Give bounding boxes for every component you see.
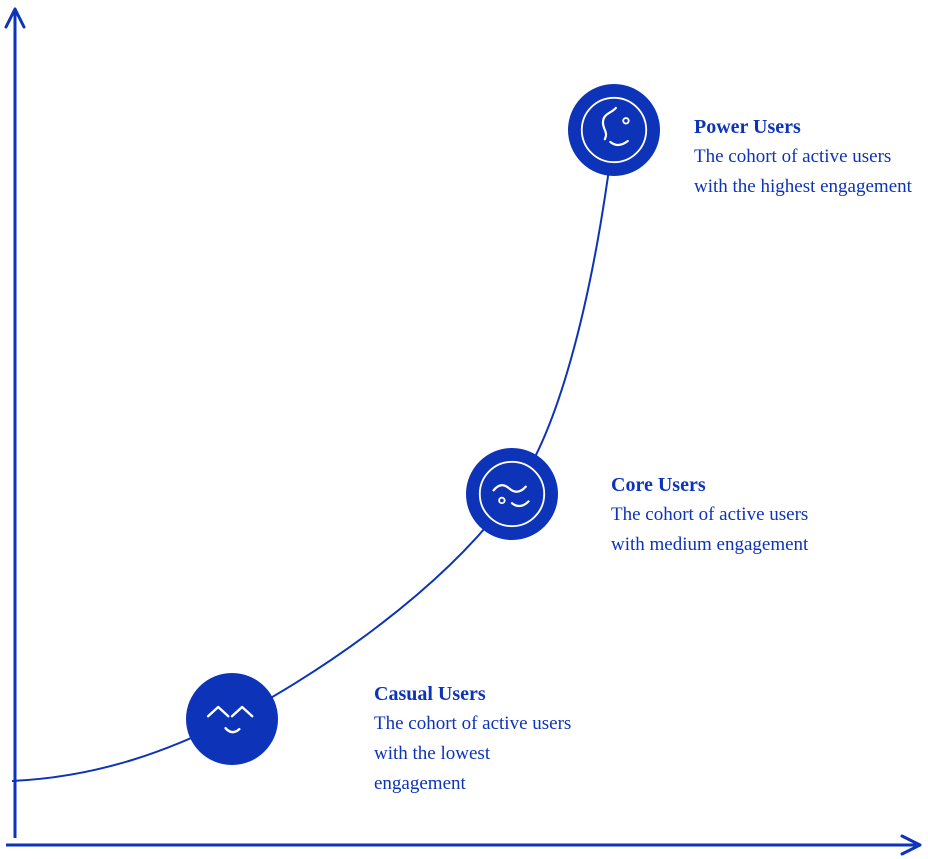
casual-face-icon — [186, 673, 278, 765]
cohort-description: The cohort of active users with medium e… — [611, 504, 809, 555]
y-axis — [4, 7, 26, 838]
growth-curve — [11, 130, 615, 782]
power-users-node — [568, 84, 660, 176]
cohort-name: Core Users — [611, 474, 706, 496]
casual-users-node — [186, 673, 278, 765]
cohort-name: Power Users — [694, 116, 801, 138]
casual-users-label: Casual Users The cohort of active users … — [374, 679, 582, 799]
x-axis — [6, 834, 922, 856]
power-users-label: Power Users The cohort of active users w… — [694, 112, 912, 202]
power-face-icon — [568, 84, 660, 176]
core-users-label: Core Users The cohort of active users wi… — [611, 470, 813, 560]
core-users-node — [466, 448, 558, 540]
cohort-description: The cohort of active users with the high… — [694, 146, 912, 197]
core-face-icon — [466, 448, 558, 540]
x-axis-arrowhead — [900, 834, 922, 856]
cohort-name: Casual Users — [374, 683, 486, 705]
cohort-description: The cohort of active users with the lowe… — [374, 713, 572, 794]
y-axis-arrowhead — [4, 7, 26, 29]
